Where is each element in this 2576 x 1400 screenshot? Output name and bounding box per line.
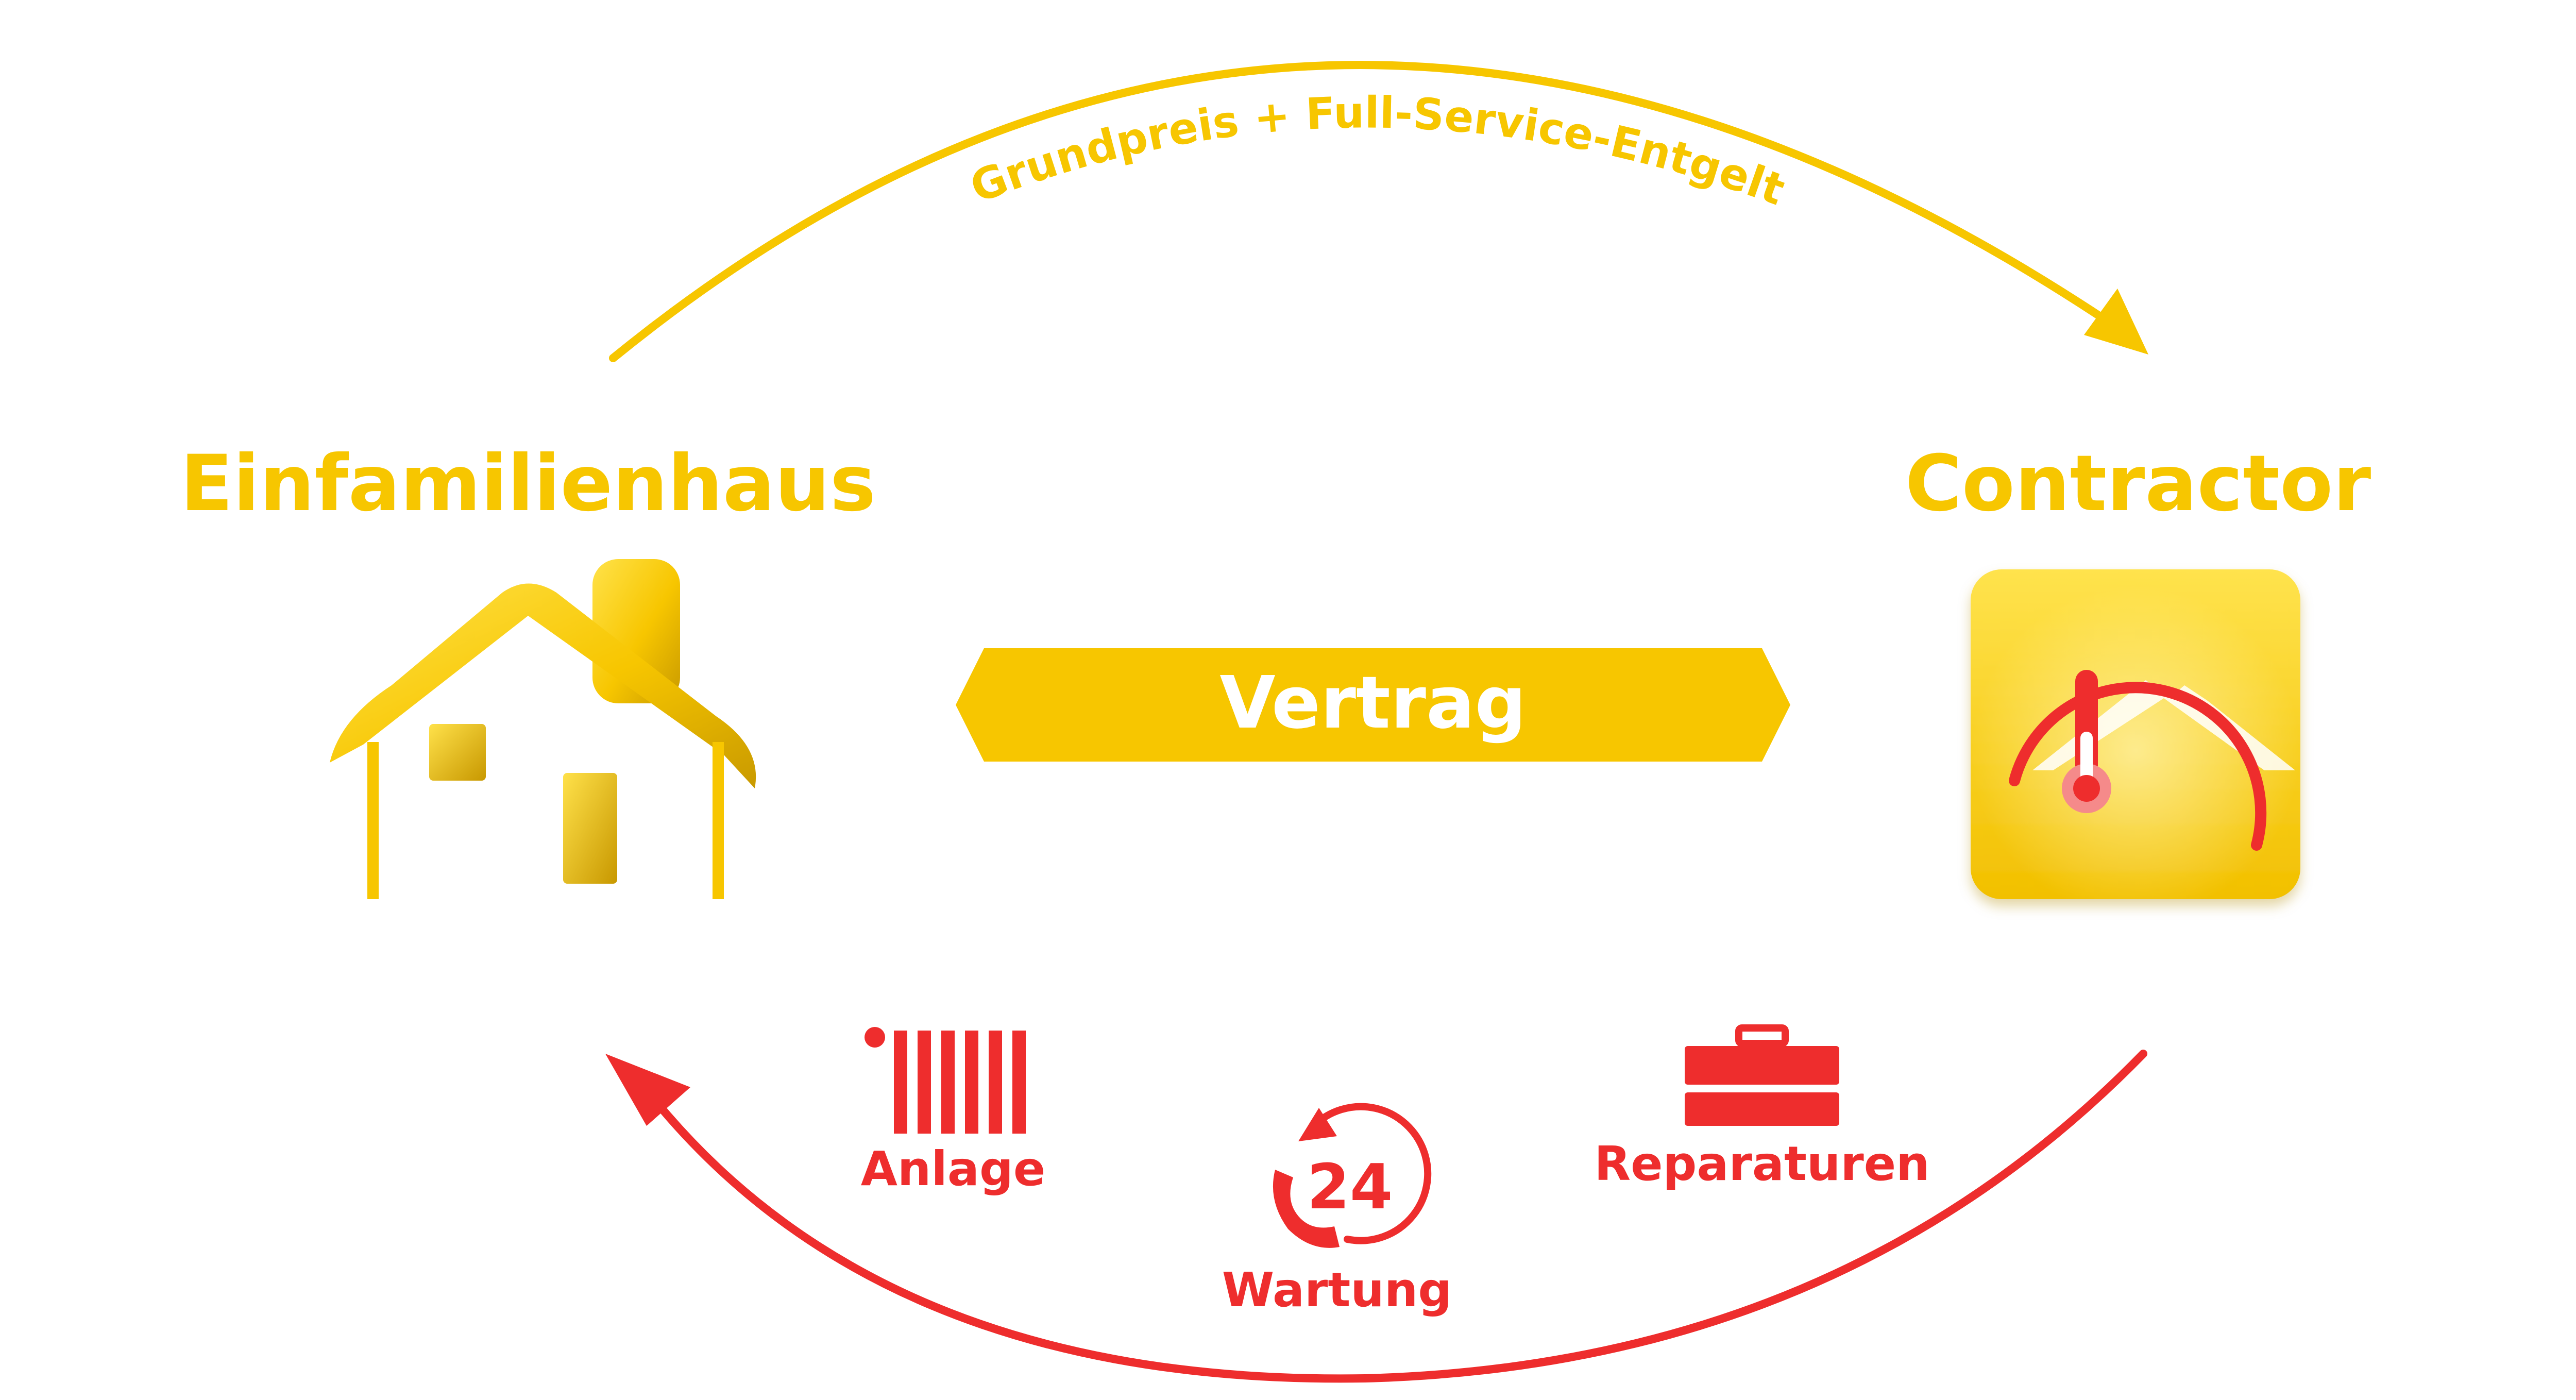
thermometer-icon — [2062, 670, 2111, 813]
gauge-arc — [2009, 682, 2267, 851]
contract-label: Vertrag — [1219, 661, 1526, 745]
top-flow-arc — [609, 61, 2132, 362]
service-reparaturen: Reparaturen — [1594, 1024, 1930, 1191]
radiator-icon — [865, 1027, 1026, 1134]
reparaturen-label: Reparaturen — [1594, 1136, 1929, 1191]
service-wartung: 24 Wartung — [1222, 1103, 1452, 1318]
house-icon — [330, 559, 756, 899]
top-arrowhead — [2084, 289, 2148, 355]
toolbox-icon — [1685, 1024, 1839, 1126]
bottom-arrowhead — [605, 1054, 690, 1126]
contract-bar: Vertrag — [956, 648, 1790, 762]
top-flow-arrow — [609, 61, 2148, 362]
contractor-icon — [1971, 569, 2300, 899]
phone-24-icon: 24 — [1273, 1103, 1432, 1248]
bottom-flow-arc — [653, 1050, 2147, 1383]
service-anlage: Anlage — [861, 1027, 1046, 1196]
bottom-flow-arrow — [605, 1050, 2147, 1383]
wartung-badge: 24 — [1307, 1152, 1393, 1223]
contractor-label: Contractor — [1905, 439, 2371, 529]
anlage-label: Anlage — [861, 1141, 1046, 1196]
house-label: Einfamilienhaus — [180, 439, 876, 529]
wartung-label: Wartung — [1222, 1262, 1452, 1318]
